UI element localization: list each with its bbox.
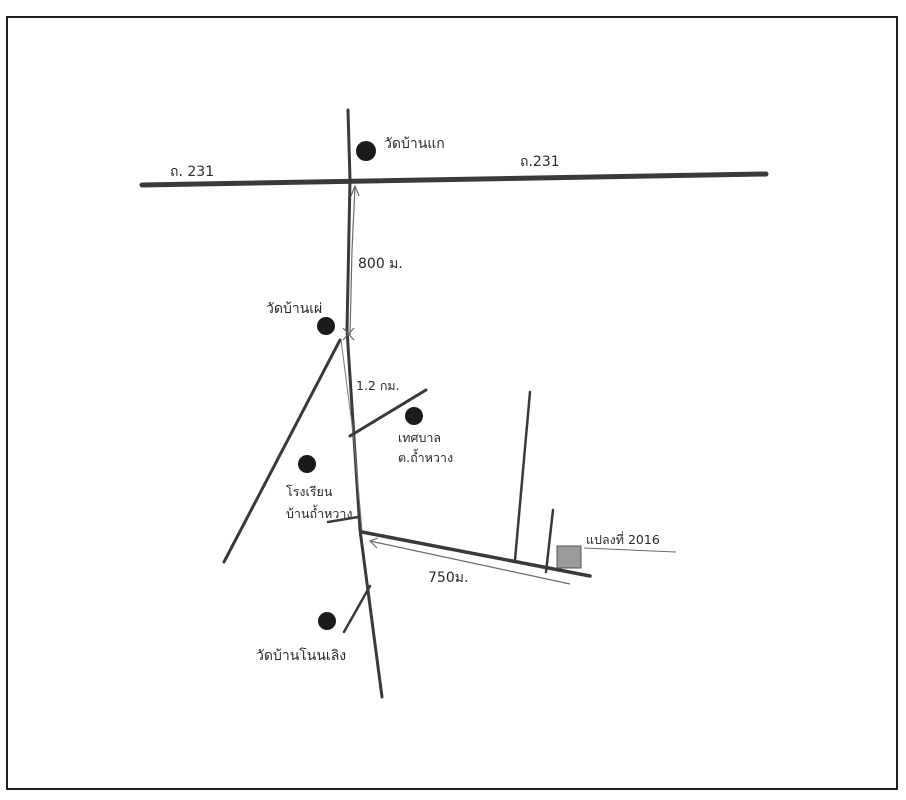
east-road-to-plot [360,530,592,578]
municipality-label-line2: ต.ถ้ำหวาง [398,448,453,465]
temple-ban-kae-label: วัดบ้านแก [384,136,445,152]
route-arrow-750m [369,540,571,585]
temple-ban-non-dot [318,612,336,630]
plot-2016-square [556,545,582,569]
distance-800m-label: 800 ม. [358,256,403,272]
school-stub-road [326,515,360,524]
temple-ban-phai-label: วัดบ้านเผ่ [266,301,322,317]
arrow-cross [342,327,355,341]
school-dot [298,455,316,473]
municipality-dot [405,407,423,425]
plot-label-pointer [583,547,677,553]
municipality-label-line1: เทศบาล [398,430,441,445]
highway-231 [139,171,769,188]
temple-ban-non-label: วัดบ้านโนนเลิง [256,647,346,664]
highway-left-label: ถ. 231 [170,164,214,180]
school-label-line1: โรงเรียน [286,484,333,499]
map-frame [6,16,898,790]
west-diagonal-road [222,338,342,564]
municipality-road [348,388,428,438]
route-arrow-800m [349,185,356,336]
side-road-plot [544,508,555,574]
route-arrow-1200m [340,339,363,531]
school-label-line2: บ้านถ้ำหวาง [286,504,352,521]
side-road-north [513,390,532,562]
highway-right-label: ถ.231 [520,154,560,170]
plot-2016-label: แปลงที่ 2016 [586,531,660,547]
arrowhead-left [368,537,379,549]
arrowhead-top [350,184,360,197]
distance-750m-label: 750ม. [428,570,468,586]
temple-ban-phai-dot [317,317,335,335]
main-road [345,108,384,699]
south-temple-road [342,584,372,634]
distance-1200m-label: 1.2 กม. [356,378,400,393]
temple-ban-kae-dot [356,141,376,161]
